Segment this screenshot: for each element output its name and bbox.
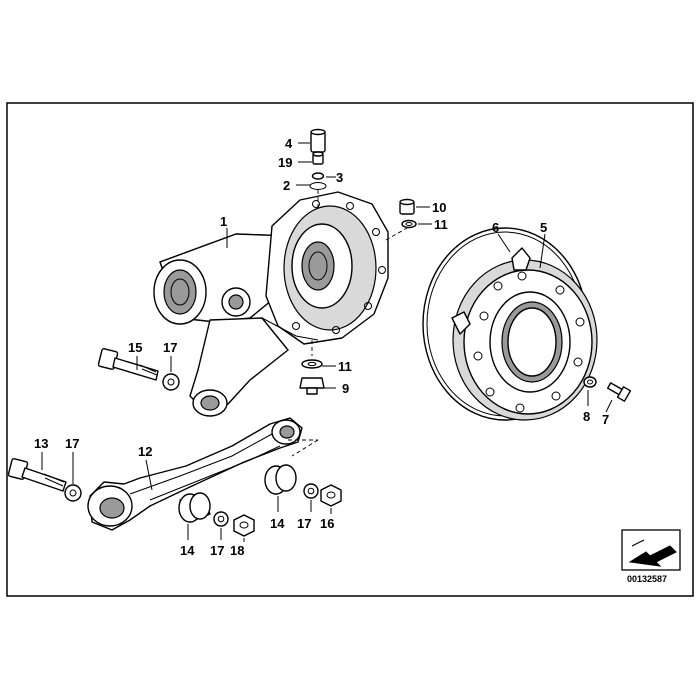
top-pin-stack: [309, 128, 327, 208]
bearing-cover-assembly: [422, 227, 598, 421]
callout-17-mid: 17: [297, 516, 311, 531]
callout-17-lower-left: 17: [65, 436, 79, 451]
callout-4: 4: [285, 136, 293, 151]
final-drive-housing: [153, 191, 389, 417]
callout-19: 19: [278, 155, 292, 170]
callout-17-upper: 17: [163, 340, 177, 355]
oil-filler-plug: [385, 198, 417, 241]
diagram-code: 00132587: [627, 574, 667, 584]
callout-10: 10: [432, 200, 446, 215]
upper-mount-bolt: [97, 348, 180, 391]
cover-bolt: [583, 376, 632, 402]
direction-badge: [621, 529, 681, 571]
callout-12: 12: [138, 444, 152, 459]
lower-mount-bolt: [7, 458, 82, 502]
callout-14-upper: 14: [270, 516, 285, 531]
callout-15: 15: [128, 340, 142, 355]
arrow-icon: [628, 545, 677, 567]
leader-lines: [41, 142, 613, 542]
callout-2: 2: [283, 178, 290, 193]
callout-3: 3: [336, 170, 343, 185]
callout-16: 16: [320, 516, 334, 531]
callout-13: 13: [34, 436, 48, 451]
oil-drain-plug: [299, 340, 325, 395]
upper-bushing-set: [264, 464, 342, 507]
callout-5: 5: [540, 220, 547, 235]
callout-14-lower: 14: [180, 543, 195, 558]
callout-18: 18: [230, 543, 244, 558]
callout-6: 6: [492, 220, 499, 235]
callout-1: 1: [220, 214, 227, 229]
diagram-frame: [6, 102, 694, 597]
torque-link-rod: [87, 417, 319, 531]
callout-11-mid: 11: [338, 359, 352, 374]
lower-bushing-set: [178, 492, 255, 537]
callout-9: 9: [342, 381, 349, 396]
callout-11-top: 11: [434, 217, 448, 232]
callout-7: 7: [602, 412, 609, 427]
callout-17-lower: 17: [210, 543, 224, 558]
callout-8: 8: [583, 409, 590, 424]
